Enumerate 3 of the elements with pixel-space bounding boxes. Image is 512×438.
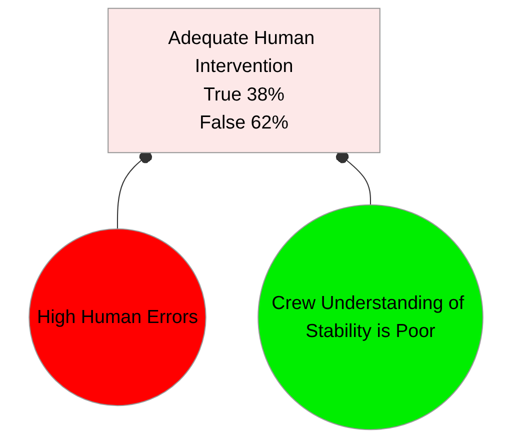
node-box: Adequate Human Intervention True 38% False 62% bbox=[108, 8, 380, 154]
node-circle: Crew Understanding of Stability is Poor bbox=[258, 204, 484, 430]
node-circle: High Human Errors bbox=[28, 228, 206, 406]
